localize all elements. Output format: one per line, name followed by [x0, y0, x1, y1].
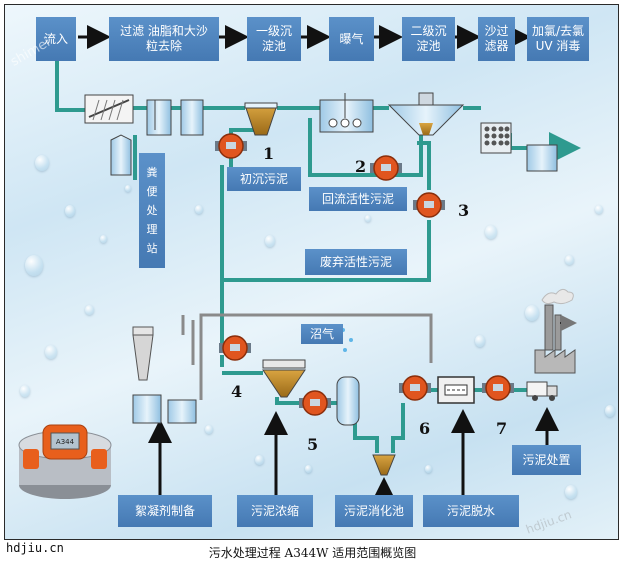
- device-badge: A344: [56, 438, 75, 446]
- water-drop: [365, 215, 371, 222]
- water-drop: [45, 345, 57, 359]
- pump-icon-5: [299, 390, 331, 416]
- pump-icon-3: [413, 192, 445, 218]
- water-drop: [25, 255, 43, 276]
- biogas-label: 沼气: [301, 324, 343, 344]
- water-drop: [85, 305, 94, 316]
- thickening-label: 污泥浓缩: [237, 495, 313, 527]
- water-drop: [565, 485, 577, 499]
- water-drop: [35, 155, 49, 172]
- water-drop: [525, 305, 539, 322]
- pump-number-5: 5: [307, 435, 319, 454]
- grit-tank-2: [180, 99, 204, 136]
- dewatering-press: [437, 376, 475, 404]
- water-drop: [255, 455, 264, 466]
- sludge-thickener: [262, 359, 306, 398]
- biogas-pipe: [181, 313, 433, 400]
- fecal-station-label: 粪 便 处 理 站: [139, 153, 165, 268]
- water-drop: [425, 465, 432, 474]
- step-disinfect-box: 加氯/去氯 UV 消毒: [527, 17, 589, 61]
- primary-clarifier: [244, 102, 278, 136]
- stage-input-arrows: [148, 407, 559, 501]
- dewatering-label: 污泥脱水: [423, 495, 519, 527]
- figure-caption: 污水处理过程 A344W 适用范围概览图: [208, 546, 417, 560]
- secondary-clarifier: [387, 92, 465, 136]
- digester-tank: [336, 328, 360, 426]
- pump-icon-4: [219, 335, 251, 361]
- water-drop: [65, 205, 75, 217]
- water-drop: [205, 425, 213, 435]
- diagram-frame: A344 流入 过滤 油脂和大沙 粒去除 一级沉 淀池 曝气 二级沉 淀池 沙过…: [4, 4, 619, 540]
- water-drop: [20, 385, 30, 397]
- pump-number-7: 7: [496, 419, 508, 438]
- water-drop: [565, 255, 574, 266]
- device-photo: A344: [15, 415, 115, 505]
- pump-group: [215, 133, 514, 416]
- digestion-label: 污泥消化池: [335, 495, 413, 527]
- step-primary-box: 一级沉 淀池: [247, 17, 301, 61]
- disinfection-tank: [526, 144, 558, 172]
- pump-icon-2: [370, 155, 402, 181]
- water-drop: [305, 465, 312, 474]
- water-drop: [100, 235, 107, 244]
- return-sludge-label: 回流活性污泥: [309, 187, 407, 211]
- sand-filter: [480, 122, 512, 154]
- pump-icon-6: [399, 375, 431, 401]
- water-drop: [485, 225, 497, 239]
- water-drop: [265, 235, 275, 247]
- water-drop: [595, 205, 603, 215]
- pump-number-2: 2: [355, 157, 367, 176]
- coagulant-hopper: [132, 326, 197, 424]
- step-secondary-box: 二级沉 淀池: [402, 17, 455, 61]
- pump-number-3: 3: [458, 201, 470, 220]
- factory-icon: [534, 288, 577, 374]
- process-flow-drawing: [55, 25, 581, 501]
- primary-sludge-label: 初沉污泥: [227, 167, 301, 191]
- pump-number-4: 4: [231, 382, 243, 401]
- coagulant-label: 絮凝剂制备: [118, 495, 212, 527]
- aeration-tank: [319, 93, 374, 133]
- step-inflow-box: 流入: [36, 17, 76, 61]
- water-drop: [605, 405, 615, 417]
- water-drop: [195, 205, 203, 215]
- step-filter-box: 过滤 油脂和大沙 粒去除: [109, 17, 219, 61]
- pump-number-6: 6: [419, 419, 431, 438]
- site-label: hdjiu.cn: [6, 541, 64, 555]
- sludge-truck: [526, 381, 558, 401]
- water-drop: [475, 335, 485, 347]
- grit-tank-1: [146, 99, 172, 136]
- bar-screen: [84, 94, 134, 124]
- pump-icon-1: [215, 133, 247, 159]
- pump-number-1: 1: [263, 144, 275, 163]
- fecal-silo: [110, 134, 132, 176]
- water-drop: [125, 185, 131, 192]
- pump-icon-7: [482, 375, 514, 401]
- step-aeration-box: 曝气: [329, 17, 374, 61]
- step-sandfilter-box: 沙过 滤器: [478, 17, 515, 61]
- digestion-hopper: [372, 454, 396, 476]
- sludge-disposal-label: 污泥处置: [512, 445, 581, 475]
- waste-sludge-label: 废弃活性污泥: [305, 249, 407, 275]
